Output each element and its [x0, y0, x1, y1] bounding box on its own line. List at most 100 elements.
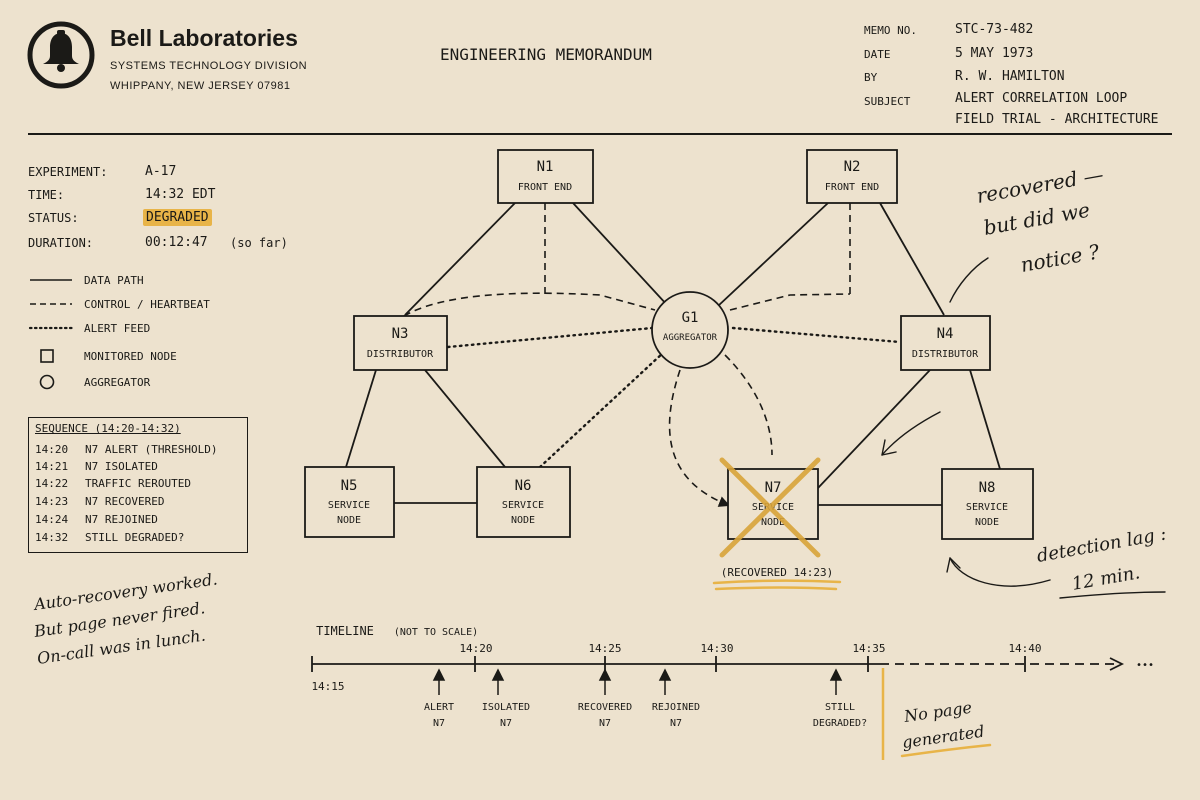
- node-n8-role: SERVICE: [966, 502, 1008, 513]
- memo-no-value: STC-73-482: [955, 22, 1034, 37]
- sequence-event: N7 ISOLATED: [85, 460, 158, 473]
- handwritten-note-lag: 12 min.: [1070, 562, 1141, 595]
- legend-square-icon: [40, 349, 54, 363]
- timeline-tick-label: 14:35: [852, 642, 885, 655]
- timeline-label: TIMELINE: [316, 624, 374, 638]
- sequence-event: N7 RECOVERED: [85, 495, 165, 508]
- node-n6-role: NODE: [511, 515, 535, 526]
- annotation-arrow-lag: [949, 557, 1051, 587]
- link-n1-n3: [404, 202, 516, 316]
- timeline-tick-label: 14:20: [459, 642, 492, 655]
- duration-note: (so far): [230, 236, 288, 250]
- sequence-time: 14:24: [35, 513, 69, 526]
- node-n8-role: NODE: [975, 517, 999, 528]
- timeline-event-label: ISOLATED: [482, 702, 530, 713]
- node-n3-role: DISTRIBUTOR: [367, 349, 434, 360]
- node-n7-id: N7: [765, 480, 782, 496]
- timeline-note: (NOT TO SCALE): [394, 627, 478, 638]
- status-label: STATUS:: [28, 211, 79, 225]
- handwritten-note-lag: detection lag :: [1035, 523, 1168, 566]
- node-n4-id: N4: [937, 326, 954, 342]
- memo-no-label: MEMO NO.: [864, 24, 917, 37]
- company-name: Bell Laboratories: [110, 25, 298, 51]
- subject-line-1: ALERT CORRELATION LOOP: [955, 91, 1128, 106]
- sequence-time: 14:23: [35, 495, 69, 508]
- time-value: 14:32 EDT: [145, 187, 216, 202]
- location: WHIPPANY, NEW JERSEY 07981: [110, 80, 291, 92]
- node-n8-box: [941, 468, 1034, 540]
- timeline-event-label: RECOVERED: [578, 702, 632, 713]
- node-g1-id: G1: [682, 310, 699, 326]
- header-rule: [28, 133, 1172, 135]
- timeline-event-label: N7: [599, 718, 611, 729]
- nopage-underline: [900, 743, 992, 758]
- node-n2-id: N2: [844, 159, 861, 175]
- node-n5-box: [304, 466, 395, 538]
- node-n2-role: FRONT END: [825, 182, 879, 193]
- alert-n3-g1: [446, 326, 654, 349]
- node-n3-id: N3: [392, 326, 409, 342]
- duration-value: 00:12:47: [145, 235, 208, 250]
- link-n2-n4: [879, 202, 945, 316]
- legend-monitored-node: MONITORED NODE: [84, 350, 177, 363]
- handwritten-note-recovered: notice ?: [1019, 239, 1102, 276]
- node-n4-role: DISTRIBUTOR: [912, 349, 979, 360]
- sequence-time: 14:32: [35, 531, 69, 544]
- link-n1-g1: [572, 202, 669, 307]
- subject-label: SUBJECT: [864, 95, 911, 108]
- legend-data-path: DATA PATH: [84, 274, 144, 287]
- alert-n6-g1: [538, 350, 666, 469]
- timeline-event-label: N7: [670, 718, 682, 729]
- experiment-value: A-17: [145, 164, 177, 179]
- handwritten-note-nopage: No page: [902, 698, 973, 726]
- date-value: 5 MAY 1973: [955, 46, 1034, 61]
- node-n5-id: N5: [341, 478, 358, 494]
- node-n6-box: [476, 466, 571, 538]
- node-n1-box: [497, 149, 594, 204]
- duration-label: DURATION:: [28, 236, 94, 250]
- document-title: ENGINEERING MEMORANDUM: [440, 45, 652, 64]
- sequence-time: 14:21: [35, 460, 69, 473]
- node-n4-box: [900, 315, 991, 371]
- timeline-tick-label: 14:25: [588, 642, 621, 655]
- n7-recovered-note: (RECOVERED 14:23): [721, 566, 834, 579]
- event-arrow-still-degraded: [829, 668, 843, 681]
- node-n6-role: SERVICE: [502, 500, 544, 511]
- by-label: BY: [864, 71, 878, 84]
- legend-aggregator: AGGREGATOR: [84, 376, 151, 389]
- legend-circle-icon: [39, 374, 55, 390]
- legend-control: CONTROL / HEARTBEAT: [84, 298, 210, 311]
- timeline-ellipsis: •••: [1136, 660, 1154, 671]
- date-label: DATE: [864, 48, 891, 61]
- event-arrow-rejoined: [658, 668, 672, 681]
- event-arrow-isolated: [491, 668, 505, 681]
- link-n3-n6: [424, 369, 506, 468]
- timeline-tick-label: 14:40: [1008, 642, 1041, 655]
- annotation-arrow-n7: [881, 411, 941, 456]
- link-n4-n7: [817, 369, 931, 489]
- n7-failure-cross: [719, 457, 821, 558]
- node-n8-id: N8: [979, 480, 996, 496]
- by-value: R. W. HAMILTON: [955, 69, 1065, 84]
- annotation-arrow-recovered: [949, 257, 989, 303]
- node-n1-role: FRONT END: [518, 182, 572, 193]
- timeline-event-label: N7: [500, 718, 512, 729]
- timeline-tick-label: 14:30: [700, 642, 733, 655]
- node-n5-role: SERVICE: [328, 500, 370, 511]
- recovered-underline: [712, 579, 842, 591]
- node-n2-box: [806, 149, 898, 204]
- sequence-event: N7 ALERT (THRESHOLD): [85, 443, 218, 456]
- division-name: SYSTEMS TECHNOLOGY DIVISION: [110, 60, 308, 72]
- bell-icon: [27, 21, 95, 89]
- node-g1-circle: [651, 291, 729, 369]
- sequence-time: 14:20: [35, 443, 69, 456]
- node-g1-role: AGGREGATOR: [663, 333, 718, 343]
- node-n6-id: N6: [515, 478, 532, 494]
- timeline-tick-label: 14:15: [311, 680, 344, 693]
- control-g1-n7: [668, 369, 731, 507]
- timeline-event-label: DEGRADED?: [813, 718, 867, 729]
- annotation-underline-notice: [1059, 591, 1166, 599]
- timeline-event-label: REJOINED: [652, 702, 700, 713]
